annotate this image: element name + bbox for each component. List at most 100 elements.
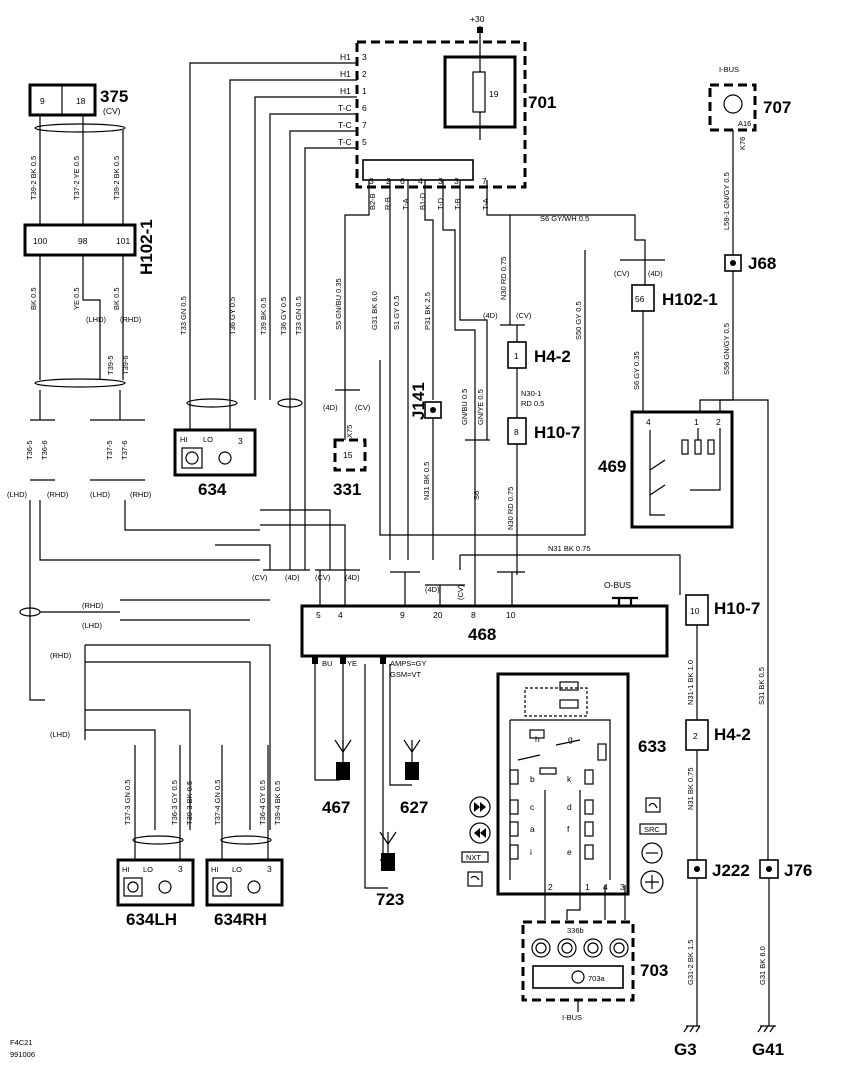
svg-text:T37-6: T37-6 (120, 440, 129, 460)
svg-text:1: 1 (514, 351, 519, 361)
svg-text:101: 101 (116, 236, 130, 246)
svg-text:10: 10 (506, 610, 516, 620)
svg-text:7: 7 (362, 120, 367, 130)
svg-text:I-BUS: I-BUS (562, 1013, 582, 1022)
svg-text:(4D): (4D) (425, 585, 440, 594)
svg-text:(4D): (4D) (285, 573, 300, 582)
volume-up-icon (640, 870, 664, 894)
svg-text:T37-3 GN 0.5: T37-3 GN 0.5 (123, 780, 132, 825)
svg-text:(CV): (CV) (456, 584, 465, 600)
svg-text:703: 703 (640, 961, 668, 980)
svg-text:20: 20 (433, 610, 443, 620)
svg-text:H102-1: H102-1 (662, 290, 718, 309)
svg-text:N30 RD 0.75: N30 RD 0.75 (499, 257, 508, 300)
svg-text:LO: LO (143, 865, 153, 874)
svg-text:T37-2 YE 0.5: T37-2 YE 0.5 (72, 156, 81, 200)
svg-text:(LHD): (LHD) (50, 730, 71, 739)
svg-text:T39-5: T39-5 (106, 355, 115, 375)
svg-text:707: 707 (763, 98, 791, 117)
svg-text:d: d (567, 802, 572, 812)
svg-text:(CV): (CV) (252, 573, 268, 582)
svg-text:467: 467 (322, 798, 350, 817)
svg-text:4: 4 (418, 176, 423, 186)
svg-text:3: 3 (267, 864, 272, 874)
svg-text:RD 0.5: RD 0.5 (521, 399, 544, 408)
svg-text:AMPS=GY: AMPS=GY (390, 659, 426, 668)
svg-text:(CV): (CV) (355, 403, 371, 412)
svg-text:T33 GN 0.5: T33 GN 0.5 (294, 296, 303, 335)
svg-text:(LHD): (LHD) (82, 621, 103, 630)
svg-text:(RHD): (RHD) (82, 601, 104, 610)
svg-text:SRC: SRC (644, 825, 660, 834)
svg-text:3: 3 (454, 176, 459, 186)
svg-text:a: a (530, 824, 535, 834)
svg-text:6: 6 (362, 103, 367, 113)
svg-text:4: 4 (338, 610, 343, 620)
svg-text:N31 BK 0.5: N31 BK 0.5 (422, 462, 431, 500)
component-634lh: HI LO 3 634LH (116, 858, 195, 929)
svg-text:56: 56 (635, 294, 645, 304)
svg-text:T39-3 BK 0.5: T39-3 BK 0.5 (185, 781, 194, 825)
svg-text:S6 GY 0.35: S6 GY 0.35 (632, 351, 641, 390)
svg-text:1: 1 (585, 882, 590, 892)
svg-text:G41: G41 (752, 1040, 784, 1059)
svg-text:T36-6: T36-6 (40, 440, 49, 460)
ground-g3: G3 (674, 1020, 701, 1059)
svg-text:T-A: T-A (401, 198, 410, 210)
svg-text:H4-2: H4-2 (534, 347, 571, 366)
svg-text:S6 GY/WH 0.5: S6 GY/WH 0.5 (540, 214, 589, 223)
svg-text:N30 RD 0.75: N30 RD 0.75 (506, 487, 515, 530)
svg-text:B1-D: B1-D (418, 192, 427, 210)
svg-text:F4C21: F4C21 (10, 1038, 33, 1047)
svg-text:K76: K76 (738, 137, 747, 150)
svg-text:634LH: 634LH (126, 910, 177, 929)
svg-text:T36-3 GY 0.5: T36-3 GY 0.5 (170, 780, 179, 825)
svg-text:(RHD): (RHD) (50, 651, 72, 660)
wires-701-bottom: S5 GN/BU 0.35 G31 BK 6.0 S1 GY 0.5 P31 B… (334, 180, 646, 560)
svg-text:J141: J141 (409, 382, 428, 420)
svg-text:T39 BK 0.5: T39 BK 0.5 (259, 297, 268, 335)
svg-text:T36 GY 0.5: T36 GY 0.5 (279, 297, 288, 335)
component-701: +30 19 701 (355, 14, 556, 189)
svg-text:T33 GN 0.5: T33 GN 0.5 (179, 296, 188, 335)
component-375: 9 18 375 (CV) T39-2 BK 0.5 T37-2 YE 0.5 … (28, 83, 128, 225)
svg-text:O-BUS: O-BUS (604, 580, 631, 590)
svg-text:LO: LO (203, 435, 213, 444)
svg-text:703a: 703a (588, 974, 606, 983)
svg-text:H102-1: H102-1 (137, 219, 156, 275)
component-469: 4 1 2 469 (598, 399, 769, 860)
svg-text:T36-4 GY 0.5: T36-4 GY 0.5 (258, 780, 267, 825)
svg-text:H1: H1 (340, 52, 351, 62)
svg-text:633: 633 (638, 737, 666, 756)
svg-text:100: 100 (33, 236, 47, 246)
component-634rh: HI LO 3 634RH (205, 858, 284, 929)
svg-text:(LHD): (LHD) (90, 490, 111, 499)
svg-text:H1: H1 (340, 86, 351, 96)
svg-text:5: 5 (316, 610, 321, 620)
svg-text:P31 BK 2.5: P31 BK 2.5 (423, 292, 432, 330)
antenna-627: 627 (389, 664, 428, 817)
svg-text:HI: HI (211, 865, 219, 874)
svg-text:336b: 336b (567, 926, 584, 935)
antenna-723: 723 (376, 831, 404, 909)
svg-text:I-BUS: I-BUS (719, 65, 739, 74)
ground-g41: G41 (752, 1020, 784, 1059)
svg-text:634: 634 (198, 480, 227, 499)
svg-text:X75: X75 (345, 425, 354, 438)
svg-text:GN/YE 0.5: GN/YE 0.5 (476, 389, 485, 425)
wires-701-left: T33 GN 0.5 T36 GY 0.5 T39 BK 0.5 T36 GY … (179, 62, 357, 570)
component-703: 336b 703a 703 I-BUS (521, 885, 668, 1022)
svg-text:3: 3 (238, 436, 243, 446)
svg-text:J76: J76 (784, 861, 812, 880)
svg-text:YE: YE (347, 659, 357, 668)
connectors-right-vertical: 10 H10-7 N31-1 BK 1.0 2 H4-2 N31 BK 0.75… (685, 594, 812, 1020)
svg-text:T36-5: T36-5 (25, 440, 34, 460)
component-633: 633 h g b k c d a f i e 2 1 4 3 (496, 672, 666, 896)
svg-text:i: i (530, 847, 532, 857)
svg-text:T-D: T-D (436, 197, 445, 210)
svg-text:15: 15 (343, 450, 353, 460)
svg-text:T36 GY 0.5: T36 GY 0.5 (228, 297, 237, 335)
svg-text:T39-6: T39-6 (121, 355, 130, 375)
svg-text:2: 2 (386, 176, 391, 186)
svg-text:T39-2 BK 0.5: T39-2 BK 0.5 (112, 156, 121, 200)
